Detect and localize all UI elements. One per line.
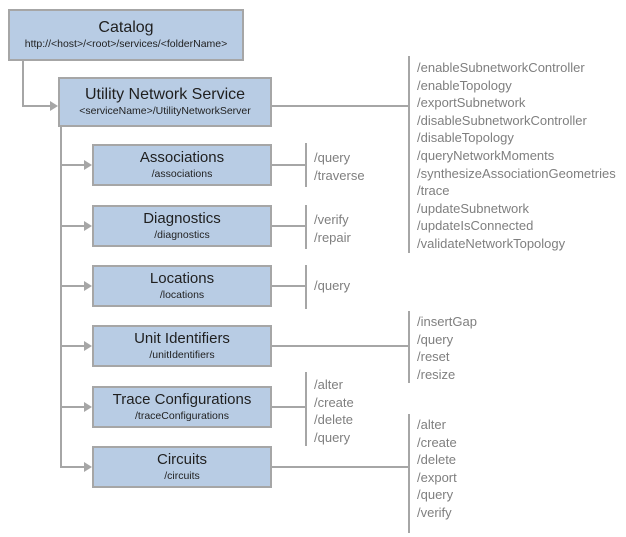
operation-label: /updateSubnetwork	[417, 200, 530, 216]
node-utility-network-service: Utility Network Service <serviceName>/Ut…	[58, 77, 272, 127]
operation-label: /delete	[314, 412, 354, 428]
node-associations: Associations /associations	[92, 144, 272, 186]
operation-label: /delete	[417, 452, 457, 468]
connector-trunk-vertical	[60, 127, 62, 468]
node-diagnostics-title: Diagnostics	[143, 209, 221, 227]
ops-bar-trace-configurations	[305, 372, 307, 446]
arrowhead-icon	[84, 221, 92, 231]
connector-diagnostics-ops	[272, 225, 306, 227]
operation-label: /alter	[314, 377, 343, 392]
ops-list-associations: /query/traverse	[314, 149, 365, 184]
ops-list-unit-identifiers: /insertGap/query/reset/resize	[417, 313, 477, 383]
node-catalog: Catalog http://<host>/<root>/services/<f…	[8, 9, 244, 61]
node-circuits-subtitle: /circuits	[164, 469, 200, 482]
ops-list-locations: /query	[314, 277, 350, 295]
operation-label: /resize	[417, 366, 456, 382]
node-diagnostics: Diagnostics /diagnostics	[92, 205, 272, 247]
connector-branch-circuits	[60, 466, 84, 468]
node-circuits: Circuits /circuits	[92, 446, 272, 488]
node-associations-title: Associations	[139, 148, 225, 166]
operation-label: /export	[417, 469, 457, 485]
connector-trace-configurations-ops	[272, 406, 306, 408]
node-utility-network-service-subtitle: <serviceName>/UtilityNetworkServer	[79, 105, 251, 118]
node-unit-identifiers: Unit Identifiers /unitIdentifiers	[92, 325, 272, 367]
connector-catalog-horizontal	[22, 105, 50, 107]
operation-label: /enableSubnetworkController	[417, 60, 585, 75]
node-catalog-title: Catalog	[98, 19, 154, 37]
operation-label: /synthesizeAssociationGeometries	[417, 165, 616, 181]
node-locations: Locations /locations	[92, 265, 272, 307]
arrowhead-icon	[84, 160, 92, 170]
arrowhead-icon	[84, 402, 92, 412]
ops-bar-circuits	[408, 414, 410, 533]
ops-list-diagnostics: /verify/repair	[314, 211, 351, 246]
connector-unit-identifiers-ops	[272, 345, 408, 347]
ops-bar-unit-identifiers	[408, 311, 410, 383]
operation-label: /alter	[417, 417, 446, 432]
node-circuits-title: Circuits	[156, 450, 207, 468]
ops-bar-diagnostics	[305, 205, 307, 249]
node-utility-network-service-title: Utility Network Service	[84, 86, 246, 104]
operation-label: /traverse	[314, 167, 365, 183]
operation-label: /query	[417, 331, 454, 347]
connector-catalog-vertical	[22, 61, 24, 106]
arrowhead-icon	[50, 101, 58, 111]
node-unit-identifiers-title: Unit Identifiers	[134, 329, 230, 347]
ops-list-uns: /enableSubnetworkController/enableTopolo…	[417, 59, 616, 253]
operation-label: /trace	[417, 183, 450, 199]
node-diagnostics-subtitle: /diagnostics	[154, 228, 210, 241]
operation-label: /query	[314, 429, 351, 445]
operation-label: /create	[314, 394, 354, 410]
connector-circuits-ops	[272, 466, 408, 468]
ops-bar-uns	[408, 56, 410, 253]
ops-bar-associations	[305, 143, 307, 187]
operation-label: /verify	[314, 212, 349, 227]
node-locations-subtitle: /locations	[159, 288, 205, 301]
operation-label: /enableTopology	[417, 77, 512, 93]
arrowhead-icon	[84, 341, 92, 351]
arrowhead-icon	[84, 462, 92, 472]
operation-label: /query	[417, 487, 454, 503]
ops-list-trace-configurations: /alter/create/delete/query	[314, 376, 354, 446]
operation-label: /repair	[314, 229, 351, 245]
operation-label: /query	[314, 278, 351, 293]
operation-label: /reset	[417, 349, 450, 365]
operation-label: /updateIsConnected	[417, 218, 534, 234]
ops-bar-locations	[305, 265, 307, 309]
connector-branch-unit-identifiers	[60, 345, 84, 347]
operation-label: /validateNetworkTopology	[417, 235, 566, 251]
ops-list-circuits: /alter/create/delete/export/query/verify	[417, 416, 457, 522]
operation-label: /verify	[417, 504, 452, 520]
operation-label: /query	[314, 150, 351, 165]
node-catalog-subtitle: http://<host>/<root>/services/<folderNam…	[24, 38, 228, 51]
operation-label: /exportSubnetwork	[417, 95, 526, 111]
operation-label: /create	[417, 434, 457, 450]
operation-label: /disableSubnetworkController	[417, 112, 587, 128]
connector-locations-ops	[272, 285, 306, 287]
node-trace-configurations-subtitle: /traceConfigurations	[135, 409, 229, 422]
connector-branch-associations	[60, 164, 84, 166]
node-unit-identifiers-subtitle: /unitIdentifiers	[149, 348, 215, 361]
operation-label: /disableTopology	[417, 130, 514, 146]
node-locations-title: Locations	[149, 269, 215, 287]
arrowhead-icon	[84, 281, 92, 291]
operation-label: /insertGap	[417, 314, 477, 329]
connector-uns-ops	[272, 105, 408, 107]
connector-associations-ops	[272, 164, 306, 166]
connector-branch-trace-configurations	[60, 406, 84, 408]
node-trace-configurations-title: Trace Configurations	[112, 390, 252, 408]
node-trace-configurations: Trace Configurations /traceConfiguration…	[92, 386, 272, 428]
node-associations-subtitle: /associations	[151, 167, 213, 180]
operation-label: /queryNetworkMoments	[417, 147, 555, 163]
connector-branch-diagnostics	[60, 225, 84, 227]
connector-branch-locations	[60, 285, 84, 287]
